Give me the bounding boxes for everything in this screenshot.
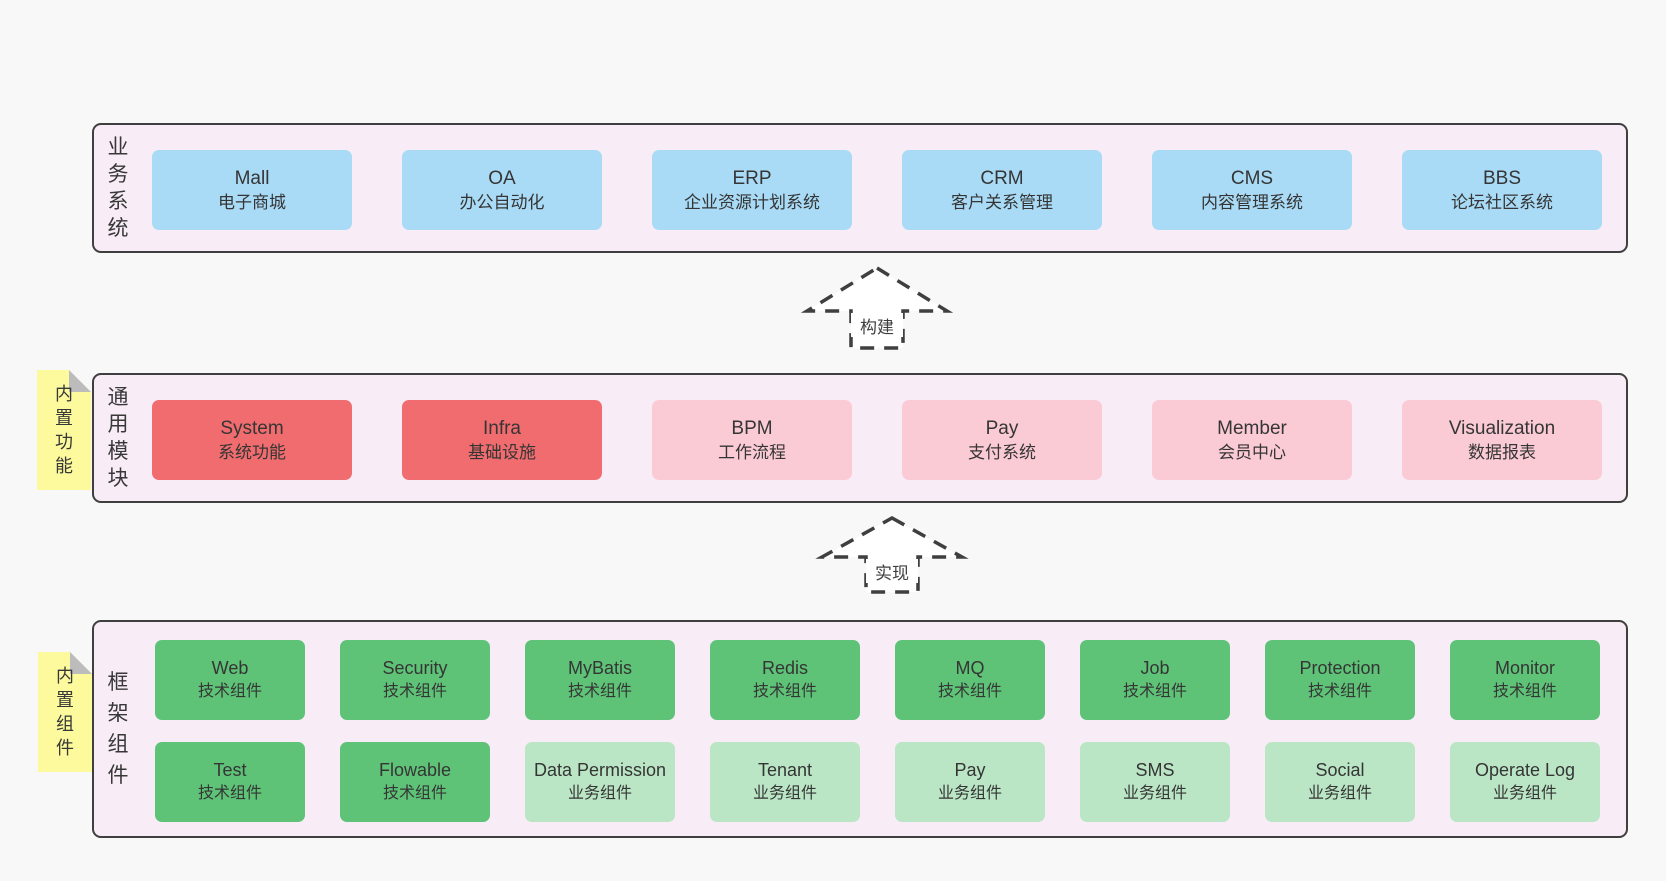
box-infra: Infra 基础设施 <box>402 400 602 480</box>
box-mall: Mall 电子商城 <box>152 150 352 230</box>
component-name: Social <box>1315 760 1365 780</box>
note-built-in-functions: 内置功能 <box>37 370 91 490</box>
box-mq: MQ 技术组件 <box>895 640 1045 720</box>
component-name: MyBatis <box>567 658 632 678</box>
component-desc: 业务组件 <box>1122 785 1187 802</box>
component-name: Data Permission <box>533 760 667 780</box>
component-desc: 技术组件 <box>382 683 447 700</box>
component-name: Mall <box>234 167 270 189</box>
component-desc: 技术组件 <box>1307 683 1372 700</box>
component-name: Member <box>1217 417 1287 439</box>
box-mybatis: MyBatis 技术组件 <box>525 640 675 720</box>
box-pay: Pay 业务组件 <box>895 742 1045 822</box>
component-desc: 论坛社区系统 <box>1451 192 1553 212</box>
layer-label-framework-components: 框架组件 <box>107 671 129 787</box>
box-operate-log: Operate Log 业务组件 <box>1450 742 1600 822</box>
component-name: Redis <box>761 658 809 678</box>
note-built-in-components-label: 内置组件 <box>56 666 74 758</box>
box-tenant: Tenant 业务组件 <box>710 742 860 822</box>
component-desc: 技术组件 <box>1492 683 1557 700</box>
component-desc: 业务组件 <box>937 785 1002 802</box>
box-erp: ERP 企业资源计划系统 <box>652 150 852 230</box>
component-name: Monitor <box>1494 658 1556 678</box>
box-protection: Protection 技术组件 <box>1265 640 1415 720</box>
box-bpm: BPM 工作流程 <box>652 400 852 480</box>
layer-label-common-modules: 通用模块 <box>107 386 129 490</box>
component-name: Operate Log <box>1474 760 1576 780</box>
box-member: Member 会员中心 <box>1152 400 1352 480</box>
component-name: Web <box>211 658 249 678</box>
box-social: Social 业务组件 <box>1265 742 1415 822</box>
component-name: System <box>220 417 284 439</box>
component-desc: 企业资源计划系统 <box>684 192 820 212</box>
component-desc: 技术组件 <box>937 683 1002 700</box>
box-pay: Pay 支付系统 <box>902 400 1102 480</box>
component-name: MQ <box>955 658 985 678</box>
component-desc: 内容管理系统 <box>1201 192 1303 212</box>
component-desc: 业务组件 <box>1492 785 1557 802</box>
box-security: Security 技术组件 <box>340 640 490 720</box>
note-built-in-components: 内置组件 <box>38 652 92 772</box>
box-job: Job 技术组件 <box>1080 640 1230 720</box>
note-built-in-functions-label: 内置功能 <box>55 384 73 476</box>
component-name: Protection <box>1299 658 1381 678</box>
box-system: System 系统功能 <box>152 400 352 480</box>
box-web: Web 技术组件 <box>155 640 305 720</box>
component-name: Test <box>213 760 247 780</box>
component-desc: 业务组件 <box>1307 785 1372 802</box>
component-desc: 客户关系管理 <box>951 192 1053 212</box>
component-desc: 技术组件 <box>197 785 262 802</box>
component-desc: 工作流程 <box>718 442 786 462</box>
implement-arrow-label: 实现 <box>866 559 918 583</box>
component-name: BPM <box>731 417 773 439</box>
component-desc: 技术组件 <box>1122 683 1187 700</box>
box-data-permission: Data Permission 业务组件 <box>525 742 675 822</box>
component-desc: 技术组件 <box>752 683 817 700</box>
component-name: Infra <box>482 417 522 439</box>
component-desc: 系统功能 <box>218 442 286 462</box>
component-desc: 业务组件 <box>752 785 817 802</box>
component-name: CRM <box>980 167 1024 189</box>
component-name: CMS <box>1230 167 1274 189</box>
component-desc: 技术组件 <box>197 683 262 700</box>
box-sms: SMS 业务组件 <box>1080 742 1230 822</box>
layer-framework-components: 框架组件 Web 技术组件 Security 技术组件 MyBatis 技术组件… <box>92 620 1628 838</box>
component-desc: 数据报表 <box>1468 442 1536 462</box>
box-oa: OA 办公自动化 <box>402 150 602 230</box>
layer-label-business-systems: 业务系统 <box>107 136 129 240</box>
component-name: Pay <box>985 417 1019 439</box>
layer-business-systems: 业务系统 Mall 电子商城 OA 办公自动化 ERP 企业资源计划系统 CRM… <box>92 123 1628 253</box>
box-crm: CRM 客户关系管理 <box>902 150 1102 230</box>
component-name: Tenant <box>757 760 813 780</box>
component-name: ERP <box>732 167 772 189</box>
component-name: Flowable <box>378 760 452 780</box>
component-name: Job <box>1140 658 1170 678</box>
component-name: Security <box>382 658 448 678</box>
box-monitor: Monitor 技术组件 <box>1450 640 1600 720</box>
component-name: Pay <box>954 760 986 780</box>
component-desc: 技术组件 <box>382 785 447 802</box>
box-redis: Redis 技术组件 <box>710 640 860 720</box>
box-bbs: BBS 论坛社区系统 <box>1402 150 1602 230</box>
box-test: Test 技术组件 <box>155 742 305 822</box>
box-cms: CMS 内容管理系统 <box>1152 150 1352 230</box>
component-desc: 会员中心 <box>1218 442 1286 462</box>
box-flowable: Flowable 技术组件 <box>340 742 490 822</box>
build-arrow-label: 构建 <box>851 313 903 337</box>
component-desc: 电子商城 <box>218 192 286 212</box>
layer-common-modules: 通用模块 System 系统功能 Infra 基础设施 BPM 工作流程 Pay… <box>92 373 1628 503</box>
component-desc: 办公自动化 <box>459 192 545 212</box>
component-desc: 基础设施 <box>468 442 536 462</box>
component-name: Visualization <box>1448 417 1556 439</box>
component-desc: 业务组件 <box>567 785 632 802</box>
component-name: BBS <box>1482 167 1522 189</box>
component-name: OA <box>488 167 516 189</box>
component-name: SMS <box>1135 760 1175 780</box>
box-visualization: Visualization 数据报表 <box>1402 400 1602 480</box>
component-desc: 支付系统 <box>968 442 1036 462</box>
component-desc: 技术组件 <box>567 683 632 700</box>
